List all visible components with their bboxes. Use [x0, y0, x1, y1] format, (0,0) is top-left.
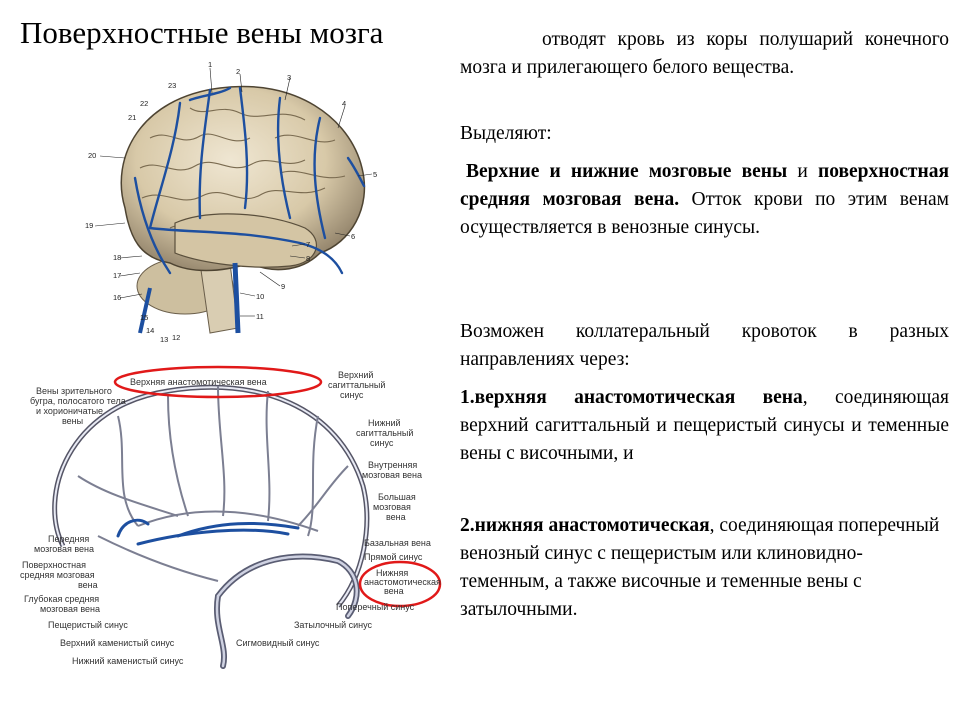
veins-types-paragraph: Верхние и нижние мозговые вены и поверхн…	[460, 158, 949, 242]
label-inferior-petrosal: Нижний каменистый синус	[72, 656, 184, 666]
highlight-upper-anastomotic	[113, 365, 323, 399]
label-superior-sagittal-3: синус	[340, 390, 364, 400]
distinguish-paragraph: Выделяют:	[460, 120, 949, 148]
page-title: Поверхностные вены мозга	[20, 15, 384, 50]
figure-number-label: 7	[306, 240, 310, 249]
label-inferior-sagittal-3: синус	[370, 438, 394, 448]
figure-number-label: 18	[113, 253, 121, 262]
figure-number-label: 11	[256, 312, 264, 321]
intro-text: отводят кровь из коры полушарий конечног…	[460, 29, 949, 78]
label-lower-anastomotic-3: вена	[384, 586, 404, 596]
figure-number-label: 21	[128, 113, 136, 122]
label-superficial-middle-3: вена	[78, 580, 98, 590]
label-straight-sinus: Прямой синус	[364, 552, 423, 562]
figure-number-label: 4	[342, 99, 346, 108]
figure-number-label: 19	[85, 221, 93, 230]
lower-anastomotic-term: 2.нижняя анастомотическая	[460, 515, 710, 536]
label-inferior-sagittal-2: сагиттальный	[356, 428, 413, 438]
label-cavernous-sinus: Пещеристый синус	[48, 620, 128, 630]
distinguish-text: Выделяют:	[460, 123, 552, 144]
label-superficial-middle: Поверхностная	[22, 560, 86, 570]
label-internal-cerebral-2: мозговая вена	[362, 470, 422, 480]
figure-number-label: 23	[168, 81, 176, 90]
label-superior-sagittal: Верхний	[338, 370, 373, 380]
brain-veins-illustration: 1 2 3 4 5 6 7 8 9 10 11 12 13 14 15 16 1…	[85, 60, 377, 344]
label-great-cerebral-2: мозговая	[373, 502, 411, 512]
figure-number-label: 13	[160, 335, 168, 344]
figure-number-label: 5	[373, 170, 377, 179]
figure-number-label: 9	[281, 282, 285, 291]
label-superficial-middle-2: средняя мозговая	[20, 570, 95, 580]
upper-lower-veins-term: Верхние и нижние мозговые вены	[466, 161, 788, 182]
venous-sinuses-diagram: Вены зрительного бугра, полосатого тела …	[20, 365, 442, 669]
label-thalamus-veins-3: и хорионичатые	[36, 406, 103, 416]
label-thalamus-veins: Вены зрительного	[36, 386, 112, 396]
figure-number-label: 16	[113, 293, 121, 302]
highlight-lower-anastomotic	[358, 560, 442, 608]
lower-anastomotic-text: , соединяющая поперечный венозный синус …	[460, 515, 940, 620]
outflow-text: Отток крови по этим венам осуществляется…	[460, 189, 949, 238]
label-deep-middle-2: мозговая вена	[40, 604, 100, 614]
figure-number-label: 14	[146, 326, 154, 335]
label-anterior-cerebral: Передняя	[48, 534, 89, 544]
figure-number-label: 3	[287, 73, 291, 82]
figure-number-label: 22	[140, 99, 148, 108]
label-internal-cerebral: Внутренняя	[368, 460, 417, 470]
figure-number-label: 15	[140, 313, 148, 322]
intro-paragraph: отводят кровь из коры полушарий конечног…	[460, 26, 949, 82]
lower-anastomotic-paragraph: 2.нижняя анастомотическая, соединяющая п…	[460, 512, 949, 624]
label-basal-vein: Базальная вена	[364, 538, 431, 548]
conjunction-text: и	[787, 161, 818, 182]
figure-number-label: 10	[256, 292, 264, 301]
label-great-cerebral-3: вена	[386, 512, 406, 522]
label-great-cerebral: Большая	[378, 492, 416, 502]
upper-anastomotic-term: 1.верхняя анастомотическая вена	[460, 387, 803, 408]
label-superior-petrosal: Верхний каменистый синус	[60, 638, 175, 648]
figure-number-label: 2	[236, 67, 240, 76]
collateral-paragraph: Возможен коллатеральный кровоток в разны…	[460, 318, 949, 374]
label-lower-anastomotic: Нижняя	[376, 568, 408, 578]
superficial-middle-vein-term: поверхностная средняя мозговая вена.	[460, 161, 950, 210]
figure-number-label: 6	[351, 232, 355, 241]
label-transverse-sinus: Поперечный синус	[336, 602, 415, 612]
label-upper-anastomotic-vein: Верхняя анастомотическая вена	[130, 377, 267, 387]
label-anterior-cerebral-2: мозговая вена	[34, 544, 94, 554]
upper-anastomotic-text: , соединяющая верхний сагиттальный и пещ…	[460, 387, 949, 464]
figure-number-label: 1	[208, 60, 212, 69]
label-lower-anastomotic-2: анастомотическая	[364, 577, 441, 587]
figure-number-label: 20	[88, 151, 96, 160]
label-sigmoid-sinus: Сигмовидный синус	[236, 638, 320, 648]
figure-number-label: 12	[172, 333, 180, 342]
label-thalamus-veins-4: вены	[62, 416, 83, 426]
figure-number-label: 17	[113, 271, 121, 280]
label-occipital-sinus: Затылочный синус	[294, 620, 373, 630]
figure-number-label: 8	[306, 254, 310, 263]
label-superior-sagittal-2: сагиттальный	[328, 380, 385, 390]
label-thalamus-veins-2: бугра, полосатого тела	[30, 396, 126, 406]
label-deep-middle: Глубокая средняя	[24, 594, 99, 604]
upper-anastomotic-paragraph: 1.верхняя анастомотическая вена, соединя…	[460, 384, 949, 468]
collateral-text: Возможен коллатеральный кровоток в разны…	[460, 321, 949, 370]
label-inferior-sagittal: Нижний	[368, 418, 401, 428]
